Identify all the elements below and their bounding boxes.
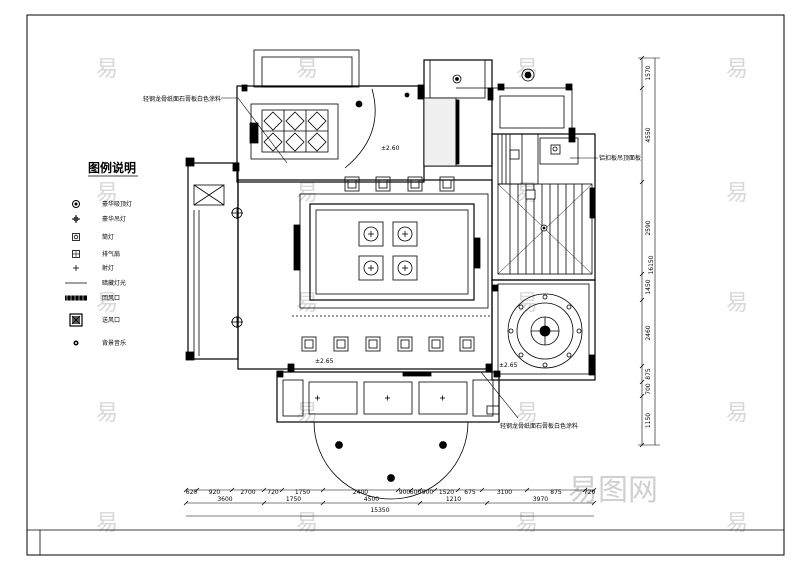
svg-text:送风口: 送风口 bbox=[102, 316, 120, 324]
dimension-label: 3600 bbox=[217, 496, 232, 503]
svg-text:易: 易 bbox=[96, 511, 118, 536]
callout-bottom-right: 轻钢龙骨纸面石膏板白色涂料 bbox=[500, 422, 578, 430]
dimension-label: 700 bbox=[645, 383, 652, 395]
dimension-total-bottom: 15350 bbox=[370, 507, 389, 514]
legend-item: 豪华吊灯 bbox=[72, 215, 126, 223]
legend-item: 送风口 bbox=[69, 313, 120, 327]
svg-text:筒灯: 筒灯 bbox=[102, 233, 114, 241]
legend-item: 暗藏灯光 bbox=[65, 279, 126, 287]
spotlight bbox=[231, 207, 243, 219]
downlight-row-top bbox=[344, 176, 455, 192]
dimension-label: 2400 bbox=[353, 489, 368, 496]
watermark-text: 易图网 bbox=[568, 473, 658, 508]
spotlight bbox=[231, 316, 243, 328]
dimension-label: 2590 bbox=[645, 220, 652, 235]
dimension-label: 875 bbox=[550, 489, 562, 496]
svg-text:易: 易 bbox=[726, 57, 748, 82]
dimension-total-right: 16150 bbox=[648, 255, 655, 274]
svg-text:回风口: 回风口 bbox=[102, 295, 120, 302]
legend-item: 回风口 bbox=[65, 295, 120, 302]
legend-item: 射灯 bbox=[73, 264, 114, 272]
dimension-label: 4550 bbox=[645, 127, 652, 142]
svg-text:易: 易 bbox=[726, 291, 748, 316]
dimension-label: 3970 bbox=[533, 496, 548, 503]
svg-text:易: 易 bbox=[516, 291, 538, 316]
dimension-label: 600 bbox=[410, 489, 422, 496]
dimension-label: 1450 bbox=[645, 279, 652, 294]
watermark-layer: 易 易 易 易 易 易 易 易 易 易 易 易 易 易 易 易 易 易 易 易 … bbox=[96, 57, 748, 536]
coffered-ceiling-panel bbox=[261, 109, 329, 153]
dimension-label: 4500 bbox=[364, 496, 379, 503]
ceiling-height-b: ±2.65 bbox=[315, 358, 334, 365]
downlight-row-bottom bbox=[301, 336, 475, 352]
dimension-right-values: 1570 4550 2590 1450 2460 875 700 1150 bbox=[639, 55, 652, 448]
callout-right: 铝扣板吊顶面板 bbox=[599, 154, 641, 162]
dimension-label: 1210 bbox=[446, 496, 461, 503]
svg-text:易: 易 bbox=[96, 291, 118, 316]
dimension-label: 2700 bbox=[240, 489, 255, 496]
ceiling-height-c: ±2.65 bbox=[499, 362, 518, 369]
svg-text:豪华吊灯: 豪华吊灯 bbox=[102, 215, 126, 223]
svg-text:背景音乐: 背景音乐 bbox=[102, 339, 126, 347]
dimension-label: 720 bbox=[267, 489, 279, 496]
dimension-label: 1750 bbox=[295, 489, 310, 496]
svg-text:射灯: 射灯 bbox=[102, 264, 114, 272]
legend-title: 图例说明 bbox=[88, 160, 136, 175]
svg-text:易: 易 bbox=[726, 181, 748, 206]
ceiling-height-a: ±2.60 bbox=[381, 145, 400, 152]
legend: 图例说明 豪华吸顶灯 豪华吊灯 筒灯 排气扇 射灯 bbox=[65, 160, 138, 347]
svg-text:豪华吸顶灯: 豪华吸顶灯 bbox=[102, 200, 132, 208]
svg-text:排气扇: 排气扇 bbox=[102, 250, 120, 258]
dimension-label: 875 bbox=[645, 368, 652, 380]
aluminum-stripe-ceiling bbox=[497, 183, 593, 275]
legend-item: 排气扇 bbox=[72, 250, 120, 258]
dimension-label: 920 bbox=[209, 489, 221, 496]
downlight-grid bbox=[358, 221, 418, 281]
svg-text:易: 易 bbox=[296, 401, 318, 426]
svg-text:易: 易 bbox=[516, 511, 538, 536]
floor-plan bbox=[185, 49, 598, 500]
callout-top-left: 轻钢龙骨纸面石膏板白色涂料 bbox=[143, 95, 221, 103]
svg-text:暗藏灯光: 暗藏灯光 bbox=[102, 279, 126, 287]
svg-text:易: 易 bbox=[96, 57, 118, 82]
svg-text:易: 易 bbox=[96, 181, 118, 206]
dimension-label: 1570 bbox=[645, 65, 652, 80]
dimension-label: 900 bbox=[399, 489, 411, 496]
dimension-bottom bbox=[186, 489, 594, 517]
dimension-label: 1150 bbox=[645, 413, 652, 428]
dimension-row-2: 3600 1750 4500 1210 3970 bbox=[183, 496, 597, 506]
svg-text:易: 易 bbox=[726, 511, 748, 536]
legend-item: 豪华吸顶灯 bbox=[72, 200, 132, 208]
svg-text:易: 易 bbox=[296, 57, 318, 82]
legend-item: 背景音乐 bbox=[73, 339, 126, 347]
svg-text:易: 易 bbox=[96, 401, 118, 426]
drawing-border bbox=[26, 14, 785, 556]
svg-text:易: 易 bbox=[726, 401, 748, 426]
svg-text:易: 易 bbox=[516, 401, 538, 426]
dimension-label: 900 bbox=[422, 489, 434, 496]
dimension-label: 720 bbox=[584, 489, 596, 496]
svg-text:易: 易 bbox=[296, 511, 318, 536]
dimension-label: 2460 bbox=[645, 325, 652, 340]
svg-text:易: 易 bbox=[296, 181, 318, 206]
legend-item: 筒灯 bbox=[72, 233, 114, 241]
svg-text:易: 易 bbox=[516, 57, 538, 82]
dimension-label: 3100 bbox=[497, 489, 512, 496]
dimension-label: 1520 bbox=[439, 489, 454, 496]
dimension-label: 620 bbox=[186, 489, 198, 496]
svg-text:易: 易 bbox=[296, 291, 318, 316]
dimension-label: 675 bbox=[464, 489, 476, 496]
dimension-label: 1750 bbox=[286, 496, 301, 503]
